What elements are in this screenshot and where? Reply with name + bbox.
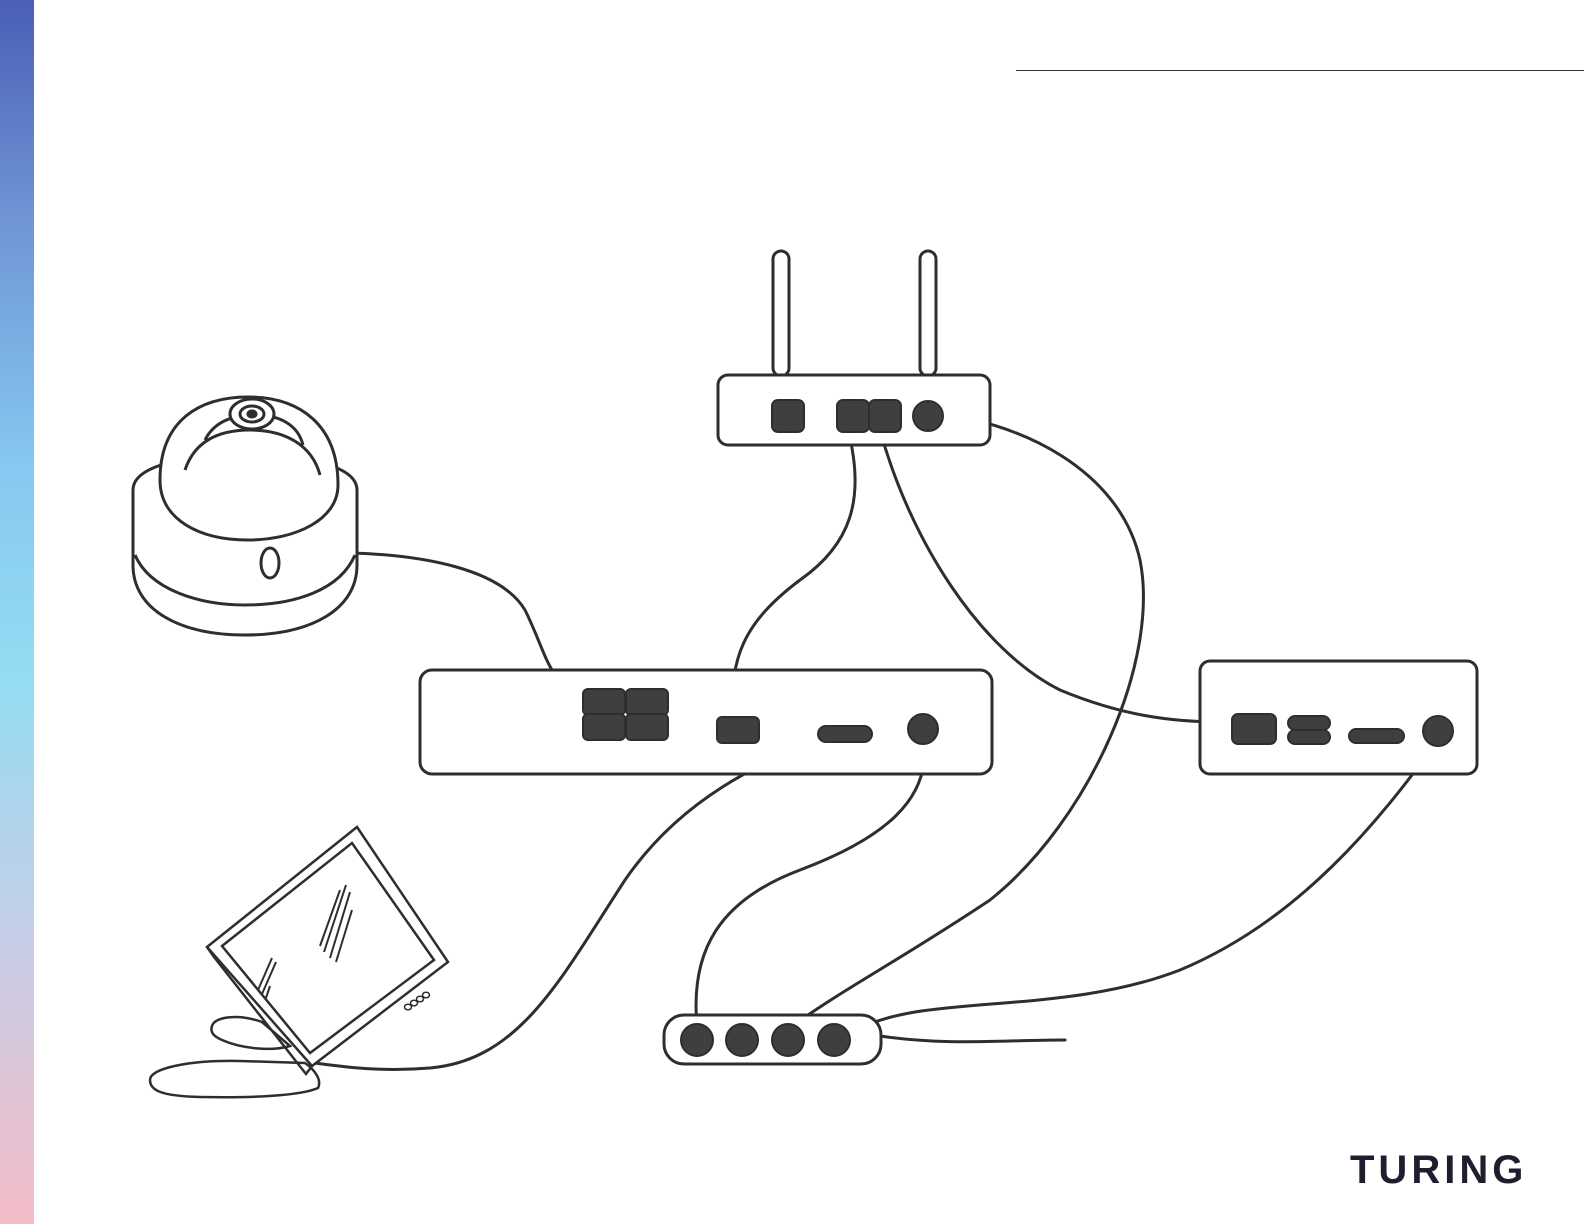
nvr-camera-port-1 bbox=[583, 689, 625, 715]
power-outlet-2 bbox=[726, 1024, 758, 1056]
router-port-lan1 bbox=[837, 400, 869, 432]
monitor bbox=[150, 827, 448, 1097]
turing-logo: TURING bbox=[1350, 1148, 1527, 1192]
cable-nvr-powerstrip bbox=[696, 735, 925, 1025]
power-strip bbox=[664, 1015, 881, 1064]
nvr-network-port bbox=[717, 717, 759, 743]
dome-camera bbox=[133, 397, 357, 635]
cable-powerstrip-mains bbox=[880, 1036, 1065, 1042]
monitor-stand-base bbox=[150, 1061, 319, 1097]
router-port-lan2 bbox=[869, 400, 901, 432]
power-outlet-4 bbox=[818, 1024, 850, 1056]
router-power-port bbox=[913, 401, 943, 431]
cable-modem-powerstrip bbox=[850, 740, 1438, 1036]
modem-usb-port-2 bbox=[1288, 730, 1330, 744]
modem-slot-port bbox=[1349, 729, 1404, 743]
nvr-hdmi-port bbox=[818, 726, 872, 742]
modem bbox=[1200, 661, 1477, 774]
power-outlet-3 bbox=[772, 1024, 804, 1056]
router-port-wan bbox=[772, 400, 804, 432]
monitor-buttons bbox=[405, 992, 430, 1010]
router-antenna-left bbox=[773, 251, 789, 376]
camera-lens-center bbox=[248, 411, 256, 417]
nvr-camera-port-3 bbox=[583, 714, 625, 740]
nvr-body bbox=[420, 670, 992, 774]
nvr-camera-port-4 bbox=[626, 714, 668, 740]
camera-indicator-led bbox=[261, 548, 279, 578]
nvr-recorder bbox=[420, 670, 992, 774]
modem-ethernet-port bbox=[1232, 714, 1276, 744]
nvr-camera-port-2 bbox=[626, 689, 668, 715]
nvr-power-port bbox=[908, 714, 938, 744]
router-antenna-right bbox=[920, 251, 936, 376]
power-outlet-1 bbox=[681, 1024, 713, 1056]
wifi-router bbox=[718, 251, 990, 445]
modem-power-port bbox=[1423, 716, 1453, 746]
modem-usb-port-1 bbox=[1288, 716, 1330, 730]
